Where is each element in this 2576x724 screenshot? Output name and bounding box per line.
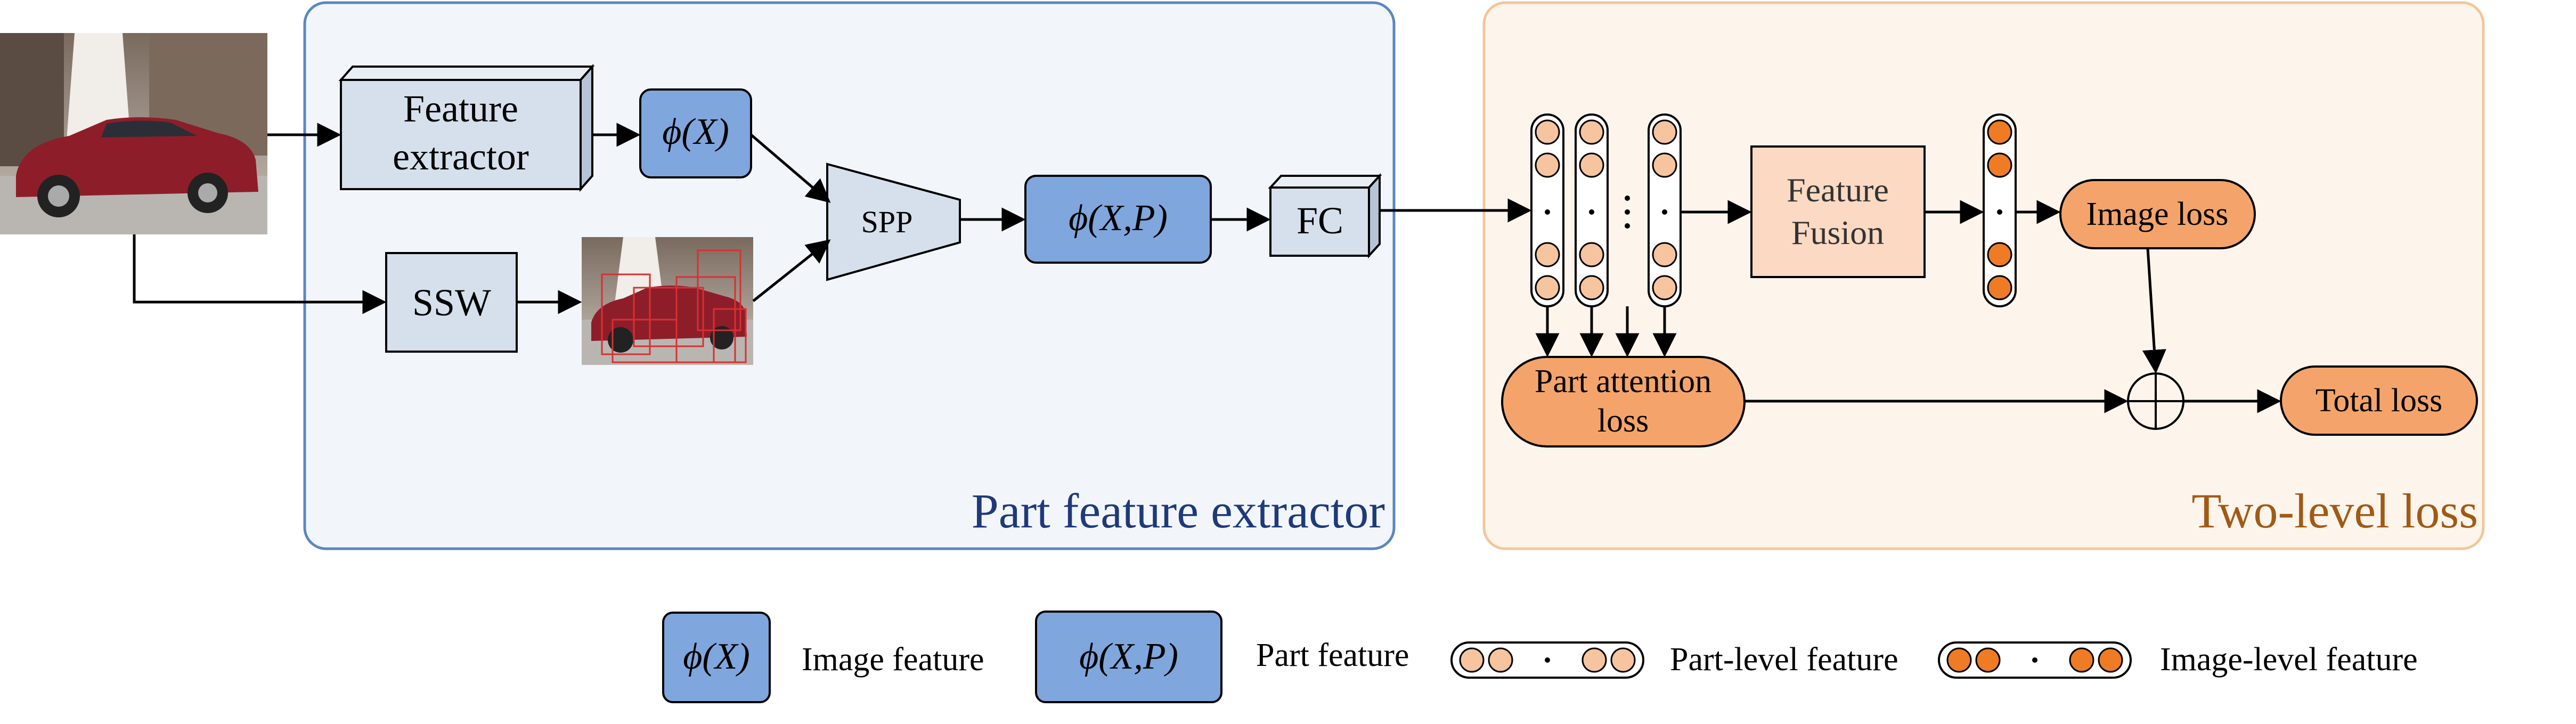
part-feature-node: ϕ(X,P) (1024, 175, 1212, 264)
legend-part-level-feature-label: Part-level feature (1670, 641, 1898, 678)
feature-fusion-block: Feature Fusion (1750, 145, 1926, 278)
legend: ϕ(X) Image feature ϕ(X,P) Part feature P… (662, 611, 2418, 703)
legend-part-feature-symbol: ϕ(X,P) (1079, 636, 1178, 677)
feature-extractor-block: Feature extractor (338, 63, 595, 192)
feature-extractor-label-line1: Feature (403, 87, 518, 130)
part-feature-extractor-label: Part feature extractor (972, 484, 1385, 538)
fc-label: FC (1297, 199, 1343, 242)
total-loss-label: Total loss (2316, 383, 2443, 419)
part-level-feature-columns (1530, 113, 1682, 307)
fc-block: FC (1268, 173, 1382, 259)
legend-image-level-feature-label: Image-level feature (2160, 641, 2418, 678)
ssw-label: SSW (412, 281, 491, 324)
legend-image-feature: ϕ(X) Image feature (662, 612, 984, 703)
image-feature-node: ϕ(X) (639, 88, 752, 178)
region-proposal-image (582, 237, 753, 365)
legend-image-level-feature: Image-level feature (1938, 641, 2418, 679)
feature-extractor-label-line2: extractor (393, 135, 529, 178)
part-attention-loss-label-line1: Part attention (1535, 363, 1711, 400)
feature-fusion-label-line2: Fusion (1791, 214, 1884, 251)
part-level-feature-column (1530, 113, 1564, 307)
sum-node (2127, 372, 2184, 430)
image-loss-label: Image loss (2086, 196, 2229, 232)
ssw-block: SSW (385, 252, 518, 353)
part-level-feature-column (1648, 113, 1682, 307)
legend-image-feature-label: Image feature (802, 641, 984, 678)
feature-fusion-label-line1: Feature (1787, 171, 1889, 209)
image-level-feature-column (1983, 113, 2017, 307)
part-attention-loss-node: Part attention loss (1501, 356, 1746, 448)
part-attention-loss-label-line2: loss (1597, 403, 1649, 439)
connection-arrows (133, 123, 2281, 413)
vertical-ellipsis (1625, 196, 1630, 229)
image-loss-node: Image loss (2059, 179, 2256, 249)
spp-label: SPP (861, 205, 913, 239)
legend-image-feature-symbol: ϕ(X) (683, 636, 750, 677)
total-loss-node: Total loss (2280, 365, 2478, 436)
legend-part-feature: ϕ(X,P) Part feature (1035, 611, 1409, 703)
input-car-image (0, 33, 267, 234)
legend-part-level-feature: Part-level feature (1450, 641, 1898, 679)
two-level-loss-label: Two-level loss (2191, 484, 2478, 538)
image-feature-node-label: ϕ(X) (662, 111, 729, 152)
legend-part-feature-label: Part feature (1256, 637, 1409, 673)
part-feature-node-label: ϕ(X,P) (1069, 198, 1168, 239)
part-level-feature-column (1575, 113, 1609, 307)
